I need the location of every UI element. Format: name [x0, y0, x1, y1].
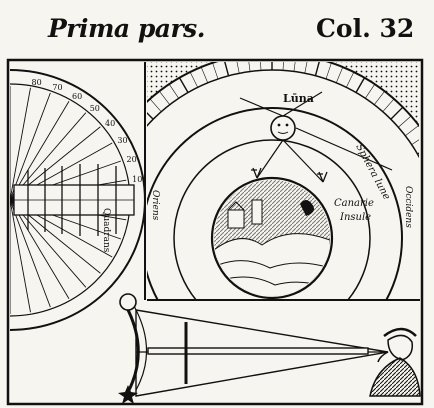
scale-number: 10 — [132, 175, 142, 184]
scale-number: 60 — [72, 92, 82, 101]
scale-number: 80 — [32, 78, 42, 87]
running-head: Prima pars. — [48, 14, 205, 43]
page-header: Prima pars. Col. 32 — [0, 0, 434, 52]
star-icon — [118, 385, 138, 404]
label-oriens: Oriens — [150, 190, 160, 221]
label-occidens: Occidens — [403, 186, 413, 228]
folio-label: Col. 32 — [316, 14, 415, 43]
frame-border — [6, 58, 424, 406]
scale-number: 70 — [52, 83, 62, 92]
sun-disk-icon — [119, 293, 137, 311]
scale-number: 30 — [117, 136, 127, 145]
label-luna: Lūna — [283, 92, 314, 105]
observer-markers — [251, 167, 328, 183]
quadrant-panel — [10, 69, 145, 331]
earth-globe — [210, 176, 334, 300]
scale-number: 20 — [127, 155, 137, 164]
bottom-scene — [118, 293, 421, 404]
moon-sight-lines — [239, 91, 393, 183]
moon-icon — [270, 115, 296, 141]
observer-figure — [369, 327, 421, 397]
label-insule: Insule — [339, 212, 371, 223]
label-canarie: Canarie — [334, 198, 374, 209]
scale-number: 40 — [105, 119, 115, 128]
quadrant-scale-label: Quadrans — [101, 208, 111, 253]
quadrant-columns — [27, 164, 117, 236]
scale-number: 50 — [90, 104, 100, 113]
